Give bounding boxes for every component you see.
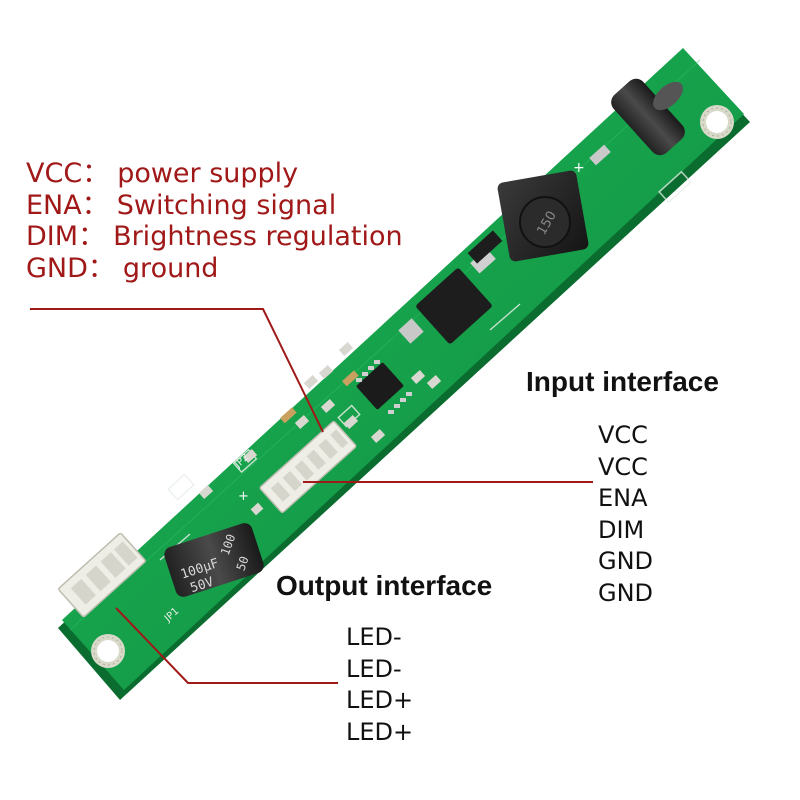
output-pin: LED- xyxy=(346,654,402,683)
plus-marking: + xyxy=(573,160,585,176)
input-pin: VCC xyxy=(598,452,648,481)
legend-desc: Switching signal xyxy=(116,189,337,221)
output-pin: LED+ xyxy=(346,717,414,746)
output-interface-title: Output interface xyxy=(276,570,493,601)
legend-desc: ground xyxy=(122,252,219,284)
input-pin-list: VCC VCC ENA DIM GND GND xyxy=(598,420,653,610)
legend-separator: ： xyxy=(81,189,109,221)
legend-callout-line xyxy=(30,308,324,433)
legend-desc: power supply xyxy=(117,158,299,189)
legend-desc: Brightness regulation xyxy=(113,221,403,252)
output-pin-list: LED- LED- LED+ LED+ xyxy=(346,622,413,748)
input-pin: GND xyxy=(598,578,654,607)
legend-separator: ： xyxy=(87,252,115,284)
legend-key: GND xyxy=(26,252,88,284)
cap-voltage-label: 50V xyxy=(189,575,216,597)
pin-legend: VCC：power supply ENA：Switching signal DI… xyxy=(26,158,403,284)
input-pin: DIM xyxy=(598,515,645,544)
cap-voltage-side-label: 50 xyxy=(234,554,252,572)
mounting-hole-bottom xyxy=(91,634,125,668)
power-inductor: 150 xyxy=(497,170,589,262)
output-callout-line xyxy=(115,607,338,684)
plus-marking-output: + xyxy=(238,489,249,504)
legend-item: ENA：Switching signal xyxy=(26,190,403,222)
legend-separator: ： xyxy=(82,158,110,189)
legend-key: DIM xyxy=(26,221,79,252)
input-interface-title: Input interface xyxy=(526,366,719,397)
legend-separator: ： xyxy=(78,221,106,252)
output-pin: LED- xyxy=(346,623,402,651)
mounting-hole-top xyxy=(700,105,734,139)
input-pin: VCC xyxy=(598,421,648,449)
input-pin: ENA xyxy=(598,484,648,513)
annotation-lines xyxy=(30,308,593,684)
legend-item: DIM：Brightness regulation xyxy=(26,221,403,253)
diode xyxy=(467,230,503,264)
electrolytic-capacitor-large: 100µF 50V 100 50 + xyxy=(164,489,264,597)
controller-ic xyxy=(356,360,412,414)
legend-key: VCC xyxy=(26,158,83,189)
legend-item: GND：ground xyxy=(26,253,403,285)
input-pin: GND xyxy=(598,547,654,576)
output-pin: LED+ xyxy=(346,686,414,715)
smd-components xyxy=(198,342,442,516)
electrolytic-capacitor-top: + xyxy=(573,78,685,176)
legend-key: ENA xyxy=(26,189,82,221)
legend-item: VCC：power supply xyxy=(26,158,403,190)
mosfet xyxy=(398,248,496,344)
cap-value-side-label: 100 xyxy=(218,532,239,557)
